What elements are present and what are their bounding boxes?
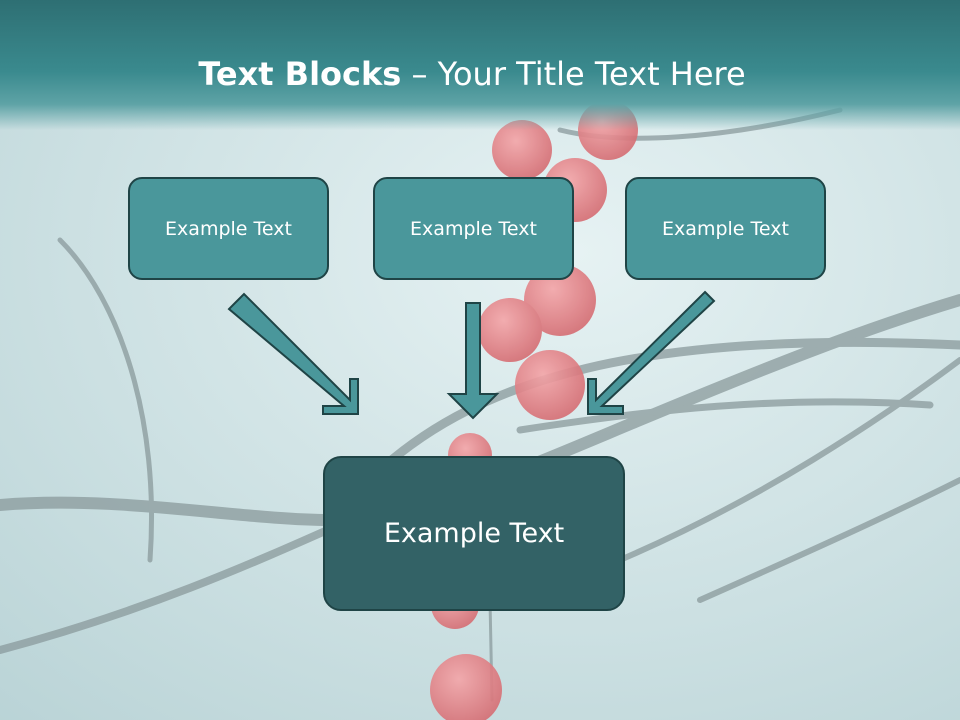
- arrow-left-to-main: [227, 292, 359, 415]
- title-rest-part: Your Title Text Here: [437, 55, 746, 93]
- slide-title: Text Blocks – Your Title Text Here: [0, 52, 944, 96]
- title-dash: –: [401, 55, 438, 93]
- text-block-left-label: Example Text: [165, 217, 292, 240]
- text-block-right: Example Text: [625, 177, 826, 280]
- text-block-right-label: Example Text: [662, 217, 789, 240]
- text-block-center: Example Text: [373, 177, 574, 280]
- text-block-main-label: Example Text: [383, 518, 565, 549]
- text-block-main: Example Text: [323, 456, 625, 611]
- title-bold-part: Text Blocks: [198, 55, 402, 93]
- text-block-left: Example Text: [128, 177, 329, 280]
- title-bar: [0, 0, 960, 130]
- arrow-right-to-main: [587, 290, 716, 415]
- arrow-center-to-main: [446, 302, 500, 420]
- text-block-center-label: Example Text: [410, 217, 537, 240]
